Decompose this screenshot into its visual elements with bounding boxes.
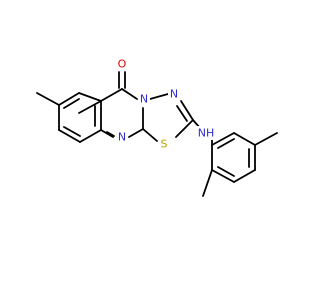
methyl-bond-left: [36, 92, 60, 106]
carbonyl-bond: [118, 71, 126, 89]
pyrimidine-nitrogen-label: N: [118, 131, 126, 144]
oxygen-atom-label: O: [118, 58, 127, 71]
molecule-structure: O N N N S NH: [36, 57, 278, 197]
molecule-canvas: O N N N S NH: [36, 57, 278, 197]
methyl-bond-right-lower: [202, 169, 213, 197]
benzene-ring: [58, 92, 102, 143]
amine-nh-label: NH: [198, 127, 215, 140]
thiadiazole-ring: [142, 93, 194, 142]
sulfur-atom-label: S: [161, 138, 168, 151]
thiadiazole-nitrogen-label: N: [170, 88, 178, 101]
fused-nitrogen-atom-label: N: [140, 93, 148, 106]
methyl-bond-right-upper: [254, 132, 278, 146]
dimethylphenyl-ring: [211, 132, 256, 183]
pyrimidinone-ring: [100, 88, 144, 138]
